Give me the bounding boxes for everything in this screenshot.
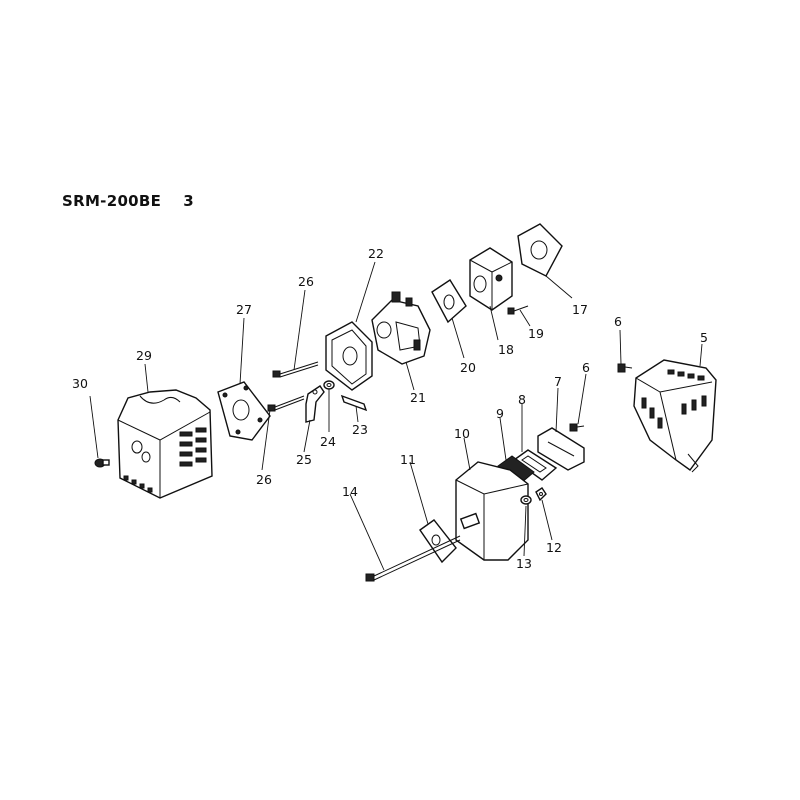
part-23-pin (340, 394, 368, 412)
part-19-screw (507, 305, 529, 315)
part-22-insulator (325, 321, 373, 391)
part-26-bolt-lower (267, 395, 305, 412)
callout-11: 11 (400, 452, 416, 467)
leader-lines (89, 261, 703, 571)
part-13-washer (520, 495, 532, 505)
callout-30: 30 (72, 376, 88, 391)
callout-14: 14 (342, 484, 358, 499)
callout-23: 23 (352, 422, 368, 437)
callout-13: 13 (516, 556, 532, 571)
part-24-washer (323, 380, 335, 390)
part-6-screw-lower (569, 423, 585, 432)
part-29-cylinder-cover (117, 389, 213, 499)
callout-12: 12 (546, 540, 562, 555)
callout-7: 7 (554, 374, 562, 389)
part-27-gasket (217, 381, 271, 441)
callout-24: 24 (320, 434, 336, 449)
callout-20: 20 (460, 360, 476, 375)
callout-22: 22 (368, 246, 384, 261)
page-number: 3 (183, 192, 194, 210)
part-21-carburetor (371, 291, 431, 365)
part-26-bolt-upper (272, 361, 319, 378)
callout-26-upper: 26 (298, 274, 314, 289)
diagram-title: SRM-200BE 3 (62, 192, 194, 210)
part-10-muffler (455, 461, 529, 561)
callout-10: 10 (454, 426, 470, 441)
model-number: SRM-200BE (62, 192, 162, 210)
callout-9: 9 (496, 406, 504, 421)
callout-25: 25 (296, 452, 312, 467)
part-5-muffler-cover (633, 359, 717, 473)
callout-6-upper: 6 (614, 314, 622, 329)
part-20-gasket (431, 279, 467, 324)
callout-26-lower: 26 (256, 472, 272, 487)
part-18-spacer (469, 247, 513, 311)
callout-29: 29 (136, 348, 152, 363)
callout-27: 27 (236, 302, 252, 317)
part-12-nut (535, 487, 547, 502)
part-14-bolt (365, 535, 461, 582)
callout-labels: 5 6 6 7 8 9 10 11 12 13 14 17 18 19 20 2… (72, 246, 708, 571)
callout-21: 21 (410, 390, 426, 405)
part-7-plate (537, 427, 585, 471)
callout-6-lower: 6 (582, 360, 590, 375)
callout-8: 8 (518, 392, 526, 407)
part-30-screw (94, 458, 110, 468)
part-6-screw-upper (617, 363, 633, 373)
callout-18: 18 (498, 342, 514, 357)
part-25-bracket (305, 385, 325, 423)
callout-19: 19 (528, 326, 544, 341)
callout-5: 5 (700, 330, 708, 345)
part-17-gasket (517, 223, 563, 277)
callout-17: 17 (572, 302, 588, 317)
